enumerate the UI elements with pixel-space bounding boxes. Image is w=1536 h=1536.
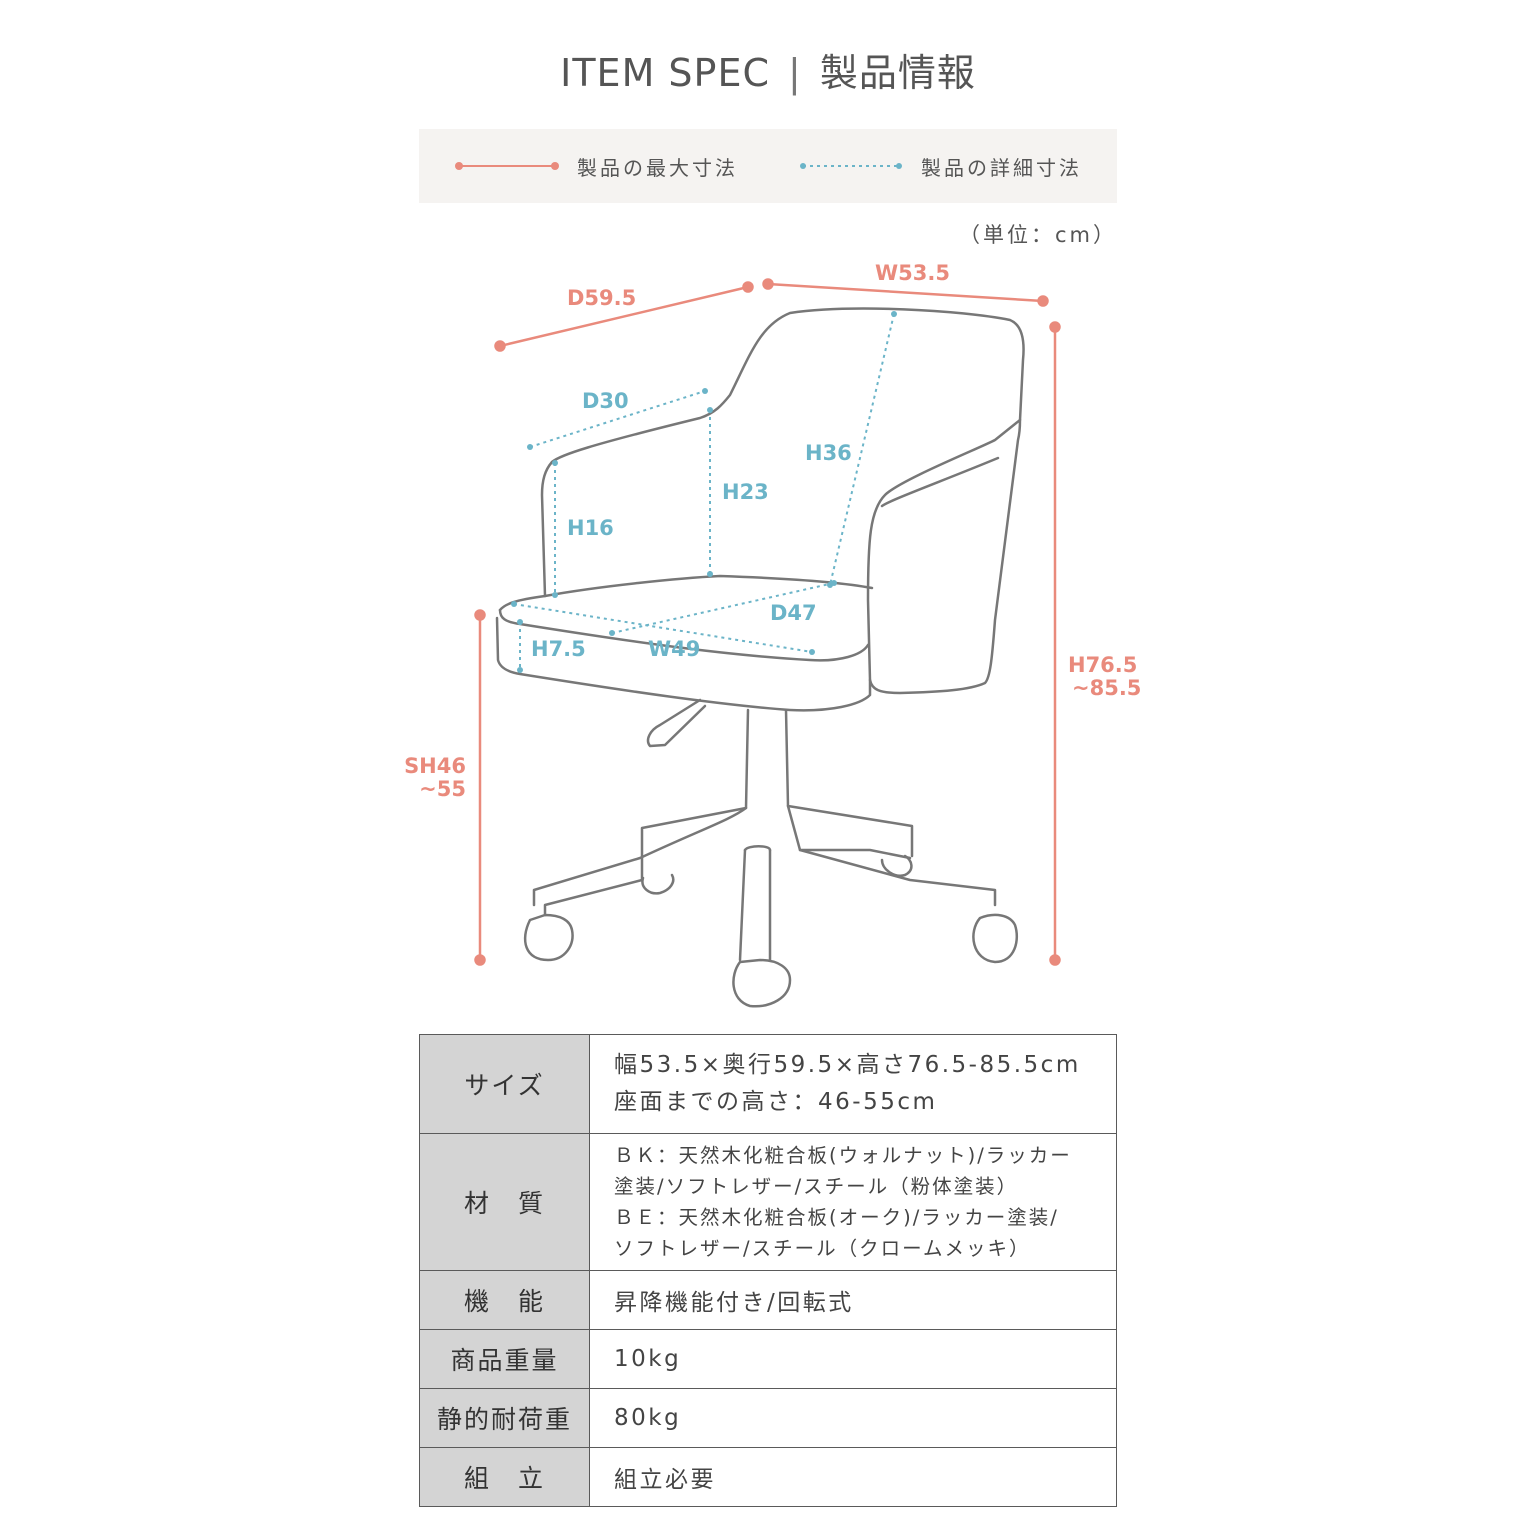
- size-label: サイズ: [419, 1034, 590, 1134]
- table-row-size: サイズ 幅53.5×奥行59.5×高さ76.5-85.5cm 座面までの高さ：4…: [419, 1034, 1117, 1134]
- weight-label: 商品重量: [419, 1329, 590, 1389]
- load-label: 静的耐荷重: [419, 1388, 590, 1448]
- detail-dimension-dots: [511, 311, 897, 673]
- seat-width-line: [513, 603, 813, 653]
- function-label: 機 能: [419, 1270, 590, 1330]
- depth-max-end-dot: [742, 281, 754, 293]
- title-english: ITEM SPEC: [560, 51, 771, 95]
- legend-max-label: 製品の最大寸法: [577, 155, 738, 180]
- seat-height-end-dot: [474, 954, 486, 966]
- spec-table: サイズ 幅53.5×奥行59.5×高さ76.5-85.5cm 座面までの高さ：4…: [419, 1034, 1117, 1507]
- legend-detail-dimension: 製品の詳細寸法: [799, 129, 1082, 203]
- function-value: 昇降機能付き/回転式: [589, 1270, 1117, 1330]
- material-label: 材 質: [419, 1133, 590, 1271]
- title-separator: |: [788, 51, 802, 95]
- assembly-value: 組立必要: [589, 1447, 1117, 1507]
- table-row-function: 機 能 昇降機能付き/回転式: [419, 1270, 1117, 1330]
- table-row-load: 静的耐荷重 80kg: [419, 1388, 1117, 1448]
- material-line-4: ソフトレザー/スチール（クロームメッキ）: [614, 1237, 1031, 1260]
- max-dimension-lines: [474, 278, 1061, 966]
- arm-height-outer-label: H23: [722, 480, 769, 504]
- assembly-label: 組 立: [419, 1447, 590, 1507]
- seat-thickness-label: H7.5: [531, 637, 586, 661]
- size-line-2: 座面までの高さ：46-55cm: [614, 1089, 938, 1115]
- back-height-line: [829, 313, 895, 586]
- detail-dimension-lines: [513, 313, 895, 670]
- seat-width-label: W49: [648, 637, 700, 661]
- table-row-assembly: 組 立 組立必要: [419, 1447, 1117, 1507]
- material-line-2: 塗装/ソフトレザー/スチール（粉体塗装）: [614, 1175, 1019, 1198]
- material-line-1: ＢＫ：天然木化粧合板(ウォルナット)/ラッカー: [614, 1144, 1072, 1167]
- legend-max-dimension: 製品の最大寸法: [455, 129, 738, 203]
- depth-max-line: [499, 285, 749, 348]
- material-value: ＢＫ：天然木化粧合板(ウォルナット)/ラッカー 塗装/ソフトレザー/スチール（粉…: [589, 1133, 1117, 1271]
- height-max-label-1: H76.5: [1068, 653, 1137, 677]
- seat-height-label-2: ~55: [419, 777, 466, 801]
- size-value: 幅53.5×奥行59.5×高さ76.5-85.5cm 座面までの高さ：46-55…: [589, 1034, 1117, 1134]
- unit-note: （単位：cm）: [958, 223, 1117, 247]
- seat-depth-line: [611, 582, 835, 634]
- table-row-material: 材 質 ＢＫ：天然木化粧合板(ウォルナット)/ラッカー 塗装/ソフトレザー/スチ…: [419, 1133, 1117, 1271]
- size-line-1: 幅53.5×奥行59.5×高さ76.5-85.5cm: [614, 1052, 1081, 1078]
- weight-value: 10kg: [589, 1329, 1117, 1389]
- width-max-label: W53.5: [875, 261, 950, 285]
- width-max-line: [767, 282, 1044, 303]
- seat-height-label-1: SH46: [404, 754, 466, 778]
- chair-diagram: D59.5 W53.5 H76.5 ~85.5 SH46 ~55 D30 H36…: [404, 261, 1141, 1008]
- dimension-legend: 製品の最大寸法 製品の詳細寸法: [419, 129, 1117, 203]
- solid-line-icon: [455, 159, 559, 173]
- seat-height-start-dot: [474, 609, 486, 621]
- height-max-label-2: ~85.5: [1072, 676, 1141, 700]
- depth-max-label: D59.5: [567, 286, 636, 310]
- load-value: 80kg: [589, 1388, 1117, 1448]
- material-line-3: ＢＥ：天然木化粧合板(オーク)/ラッカー塗装/: [614, 1206, 1059, 1229]
- dotted-line-icon: [799, 159, 903, 173]
- back-height-label: H36: [805, 441, 852, 465]
- height-max-start-dot: [1049, 321, 1061, 333]
- title-japanese: 製品情報: [819, 51, 976, 95]
- arm-height-inner-label: H16: [567, 516, 614, 540]
- depth-max-start-dot: [494, 340, 506, 352]
- table-row-weight: 商品重量 10kg: [419, 1329, 1117, 1389]
- width-max-start-dot: [762, 278, 774, 290]
- arm-depth-label: D30: [582, 389, 629, 413]
- width-max-end-dot: [1037, 295, 1049, 307]
- page-title: ITEM SPEC | 製品情報: [0, 42, 1536, 97]
- legend-detail-label: 製品の詳細寸法: [921, 155, 1082, 180]
- height-max-end-dot: [1049, 954, 1061, 966]
- chair-outline-icon: [495, 307, 1025, 1008]
- seat-depth-label: D47: [770, 601, 817, 625]
- arm-depth-line: [529, 390, 706, 448]
